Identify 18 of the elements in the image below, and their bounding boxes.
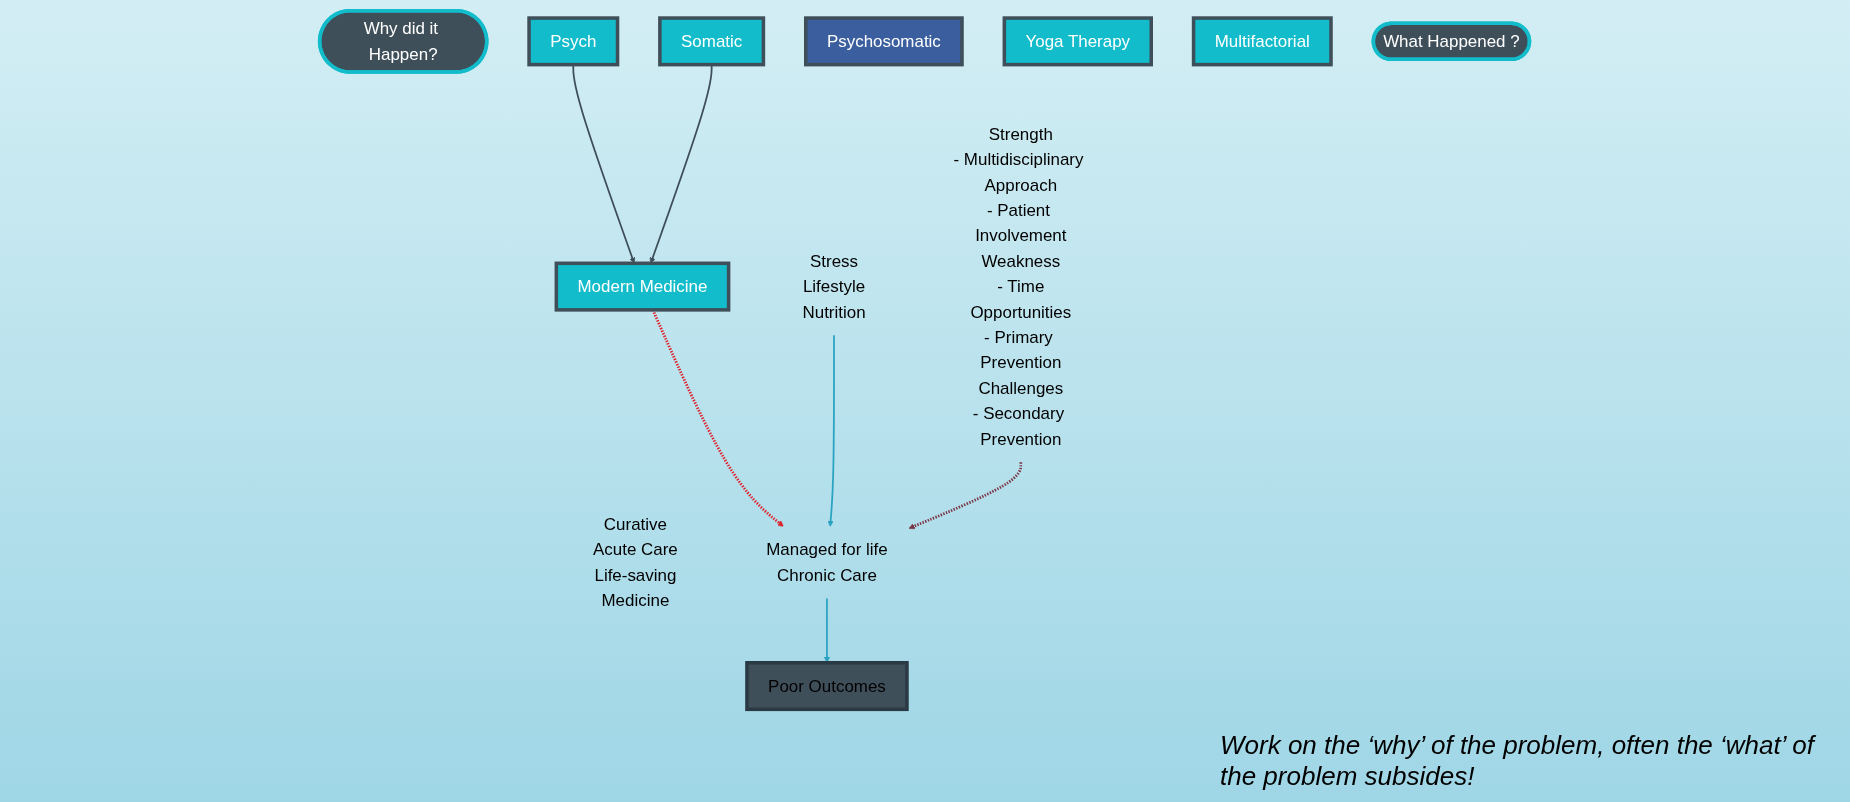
node-box: Yoga Therapy — [1003, 16, 1154, 67]
node-label: Acute Care — [593, 539, 679, 560]
node-box: Modern Medicine — [555, 261, 731, 312]
node-box: Multifactorial — [1192, 16, 1334, 67]
arrow — [827, 334, 836, 527]
node-box: Somatic — [658, 16, 766, 67]
node-box: Psych — [527, 16, 620, 67]
node-box: Poor Outcomes — [745, 661, 910, 712]
arrow — [909, 462, 1023, 530]
node-text: Stress Lifestyle Nutrition — [802, 251, 866, 322]
note-text: Work on the ‘why’ of the problem, often the ‘what’ of the problem subsides! — [1220, 730, 1817, 792]
node-box: Psychosomatic — [804, 16, 965, 67]
node-label: Curative — [604, 514, 668, 534]
node-label: Life-saving — [594, 565, 677, 585]
node-text: Strength - Multidisciplinary Approach - Patient Involvement Weakness - Time Opportunities - Primary Prevention Challenges - Secondary Prevention — [953, 124, 1084, 449]
arrow — [652, 309, 785, 527]
node-text: Managed for life Chronic Care — [766, 539, 889, 585]
node-label: Medicine — [601, 590, 670, 610]
